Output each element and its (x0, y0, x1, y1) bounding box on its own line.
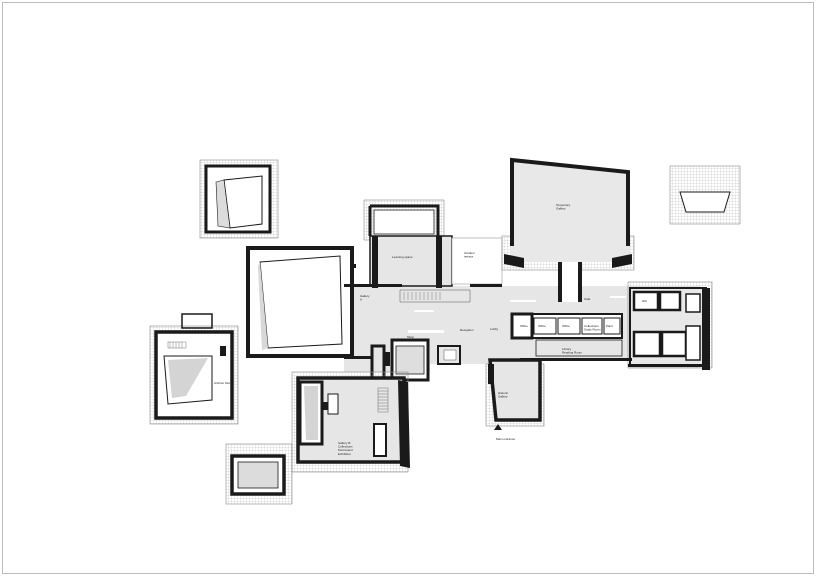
hall-walls (344, 284, 708, 367)
wc-label: WC (642, 299, 648, 303)
main-entrance-label: Main entrance (496, 437, 515, 441)
pavilion-left: Archive Store (149, 313, 239, 425)
cafe-label: Café (584, 297, 591, 301)
lobby-label: Lobby (490, 327, 499, 331)
archive-store-label: Archive Store (214, 381, 232, 385)
shop-label: Shop (407, 335, 414, 339)
pavilion-top-right (669, 165, 741, 225)
office-1-label: Office (520, 324, 528, 328)
pavilion-top-left (199, 159, 279, 239)
office-2-label: Office (538, 324, 546, 328)
office-3-label: Office (562, 324, 570, 328)
reception-label: Reception (460, 328, 474, 332)
pavilion-bottom-left (225, 443, 293, 505)
right-wing: WC (627, 281, 713, 370)
learning-space-label: Learning space (392, 255, 413, 259)
plant-label: Plant (606, 324, 613, 328)
learning-space-block: Learning space (363, 199, 453, 288)
